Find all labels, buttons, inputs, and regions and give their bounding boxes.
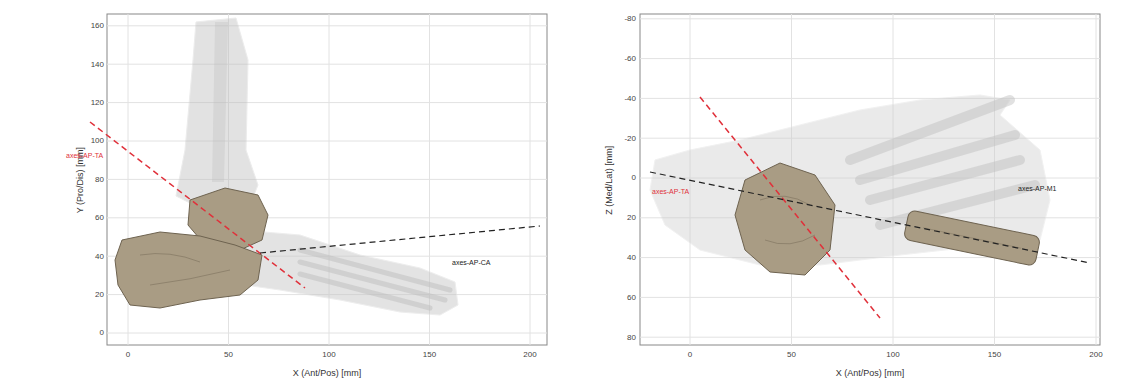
axis-annotation: axes-AP-M1	[1018, 185, 1057, 193]
axis-annotation: axes-AP-CA	[452, 259, 491, 267]
tick-label: 80	[627, 333, 636, 342]
tick-label: 40	[627, 253, 636, 262]
tick-label: -80	[624, 14, 636, 23]
tick-label: 200	[1089, 350, 1102, 359]
tick-label: 50	[787, 350, 796, 359]
tick-label: 120	[91, 98, 104, 107]
tick-label: 20	[95, 290, 104, 299]
tick-label: 150	[423, 350, 436, 359]
tick-label: 200	[523, 350, 536, 359]
black-axis-line	[650, 172, 1090, 263]
tick-label: 80	[95, 175, 104, 184]
foot-bones-sagittal	[115, 18, 458, 315]
tick-label: 100	[91, 136, 104, 145]
tick-label: 0	[100, 328, 104, 337]
tick-label: 100	[886, 350, 899, 359]
tick-label: 40	[95, 252, 104, 261]
tick-label: 160	[91, 21, 104, 30]
red-axis-line	[700, 97, 880, 318]
red-axis-line	[90, 122, 305, 288]
tick-label: 100	[322, 350, 335, 359]
tick-label: -40	[624, 94, 636, 103]
plot-frame	[640, 14, 1100, 345]
black-axis-line	[260, 226, 540, 253]
tick-label: 20	[627, 213, 636, 222]
tick-label: 140	[91, 60, 104, 69]
tick-label: 0	[126, 350, 130, 359]
tick-label: 150	[988, 350, 1001, 359]
axis-annotation: axes-AP-TA	[652, 188, 689, 196]
tick-label: 60	[627, 293, 636, 302]
tick-label: 0	[632, 173, 636, 182]
grid-lines	[640, 14, 1100, 345]
axis-title: X (Ant/Pos) [mm]	[836, 368, 905, 378]
tick-label: 0	[688, 350, 692, 359]
tick-label: -60	[624, 54, 636, 63]
plot-frame	[107, 14, 547, 345]
axis-annotation: axes-AP-TA	[66, 152, 103, 160]
tick-label: 60	[95, 213, 104, 222]
grid-lines	[107, 14, 547, 345]
tick-label: -20	[624, 134, 636, 143]
axis-title: X (Ant/Pos) [mm]	[293, 368, 362, 378]
axis-title: Z (Med/Lat) [mm]	[605, 145, 615, 214]
tick-label: 50	[224, 350, 233, 359]
